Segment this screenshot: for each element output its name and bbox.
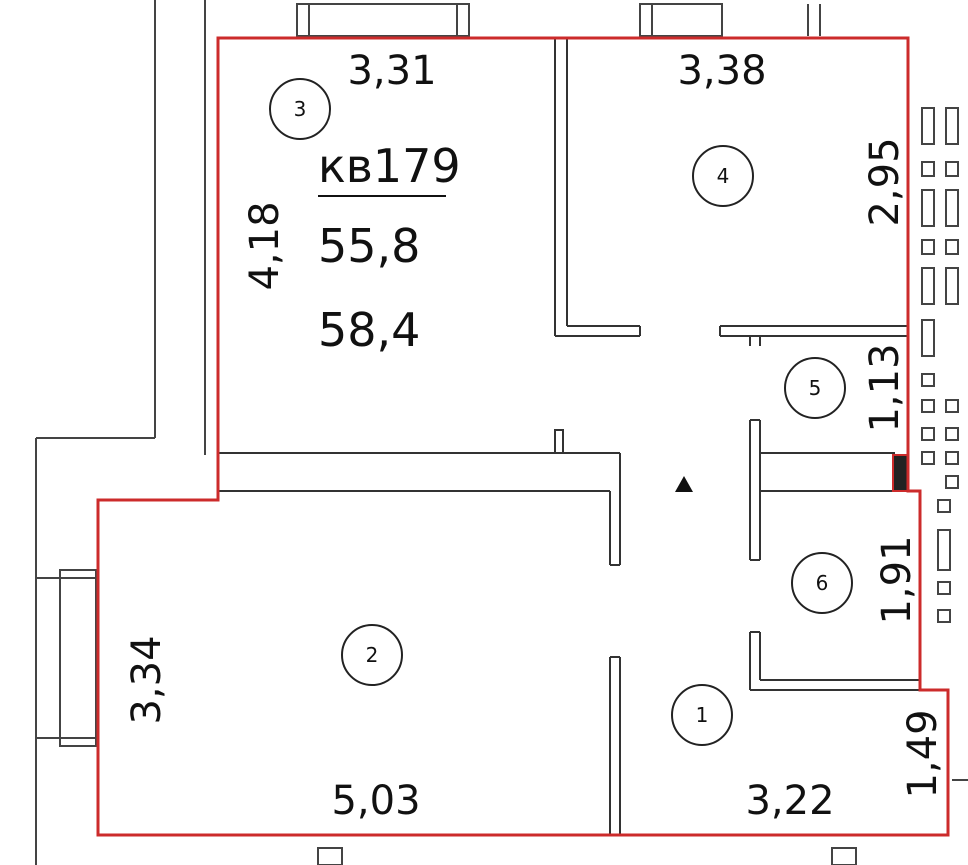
- context-walls: [35, 0, 206, 865]
- room-marker-5: 5: [784, 357, 846, 419]
- svg-text:2: 2: [366, 643, 379, 667]
- window-top-left: [296, 3, 470, 37]
- window-top-right: [807, 4, 821, 36]
- svg-text:6: 6: [816, 571, 829, 595]
- living-area: 55,8: [318, 219, 420, 273]
- dim-room3-width: 3,31: [347, 48, 436, 94]
- adjacent-elements: [921, 107, 968, 781]
- svg-text:5: 5: [809, 376, 822, 400]
- svg-text:3: 3: [294, 97, 307, 121]
- dim-room4-width: 3,38: [677, 48, 766, 94]
- window-top-middle: [639, 3, 723, 37]
- dim-room1-width: 3,22: [745, 778, 834, 824]
- interior-walls: [218, 38, 920, 835]
- room-marker-6: 6: [791, 552, 853, 614]
- svg-text:4: 4: [717, 164, 730, 188]
- total-area: 58,4: [318, 303, 420, 357]
- dim-room2-height: 3,34: [124, 635, 170, 724]
- apartment-outline: [96, 36, 950, 837]
- entrance-arrow-icon: [675, 476, 693, 492]
- dim-room6-height: 1,91: [874, 535, 920, 624]
- room-marker-4: 4: [692, 145, 754, 207]
- room-marker-2: 2: [341, 624, 403, 686]
- dim-room2-width: 5,03: [331, 778, 420, 824]
- room-marker-1: 1: [671, 684, 733, 746]
- dim-room1-height: 1,49: [900, 709, 946, 798]
- room-marker-3: 3: [269, 78, 331, 140]
- svg-text:1: 1: [696, 703, 709, 727]
- apartment-label: кв179: [318, 139, 461, 193]
- dim-room3-height: 4,18: [242, 201, 288, 290]
- window-left: [35, 569, 97, 747]
- shaft-mark: [892, 454, 909, 492]
- dim-room5-height: 1,13: [862, 343, 908, 432]
- dim-room4-height: 2,95: [862, 137, 908, 226]
- window-bottom: [317, 847, 857, 865]
